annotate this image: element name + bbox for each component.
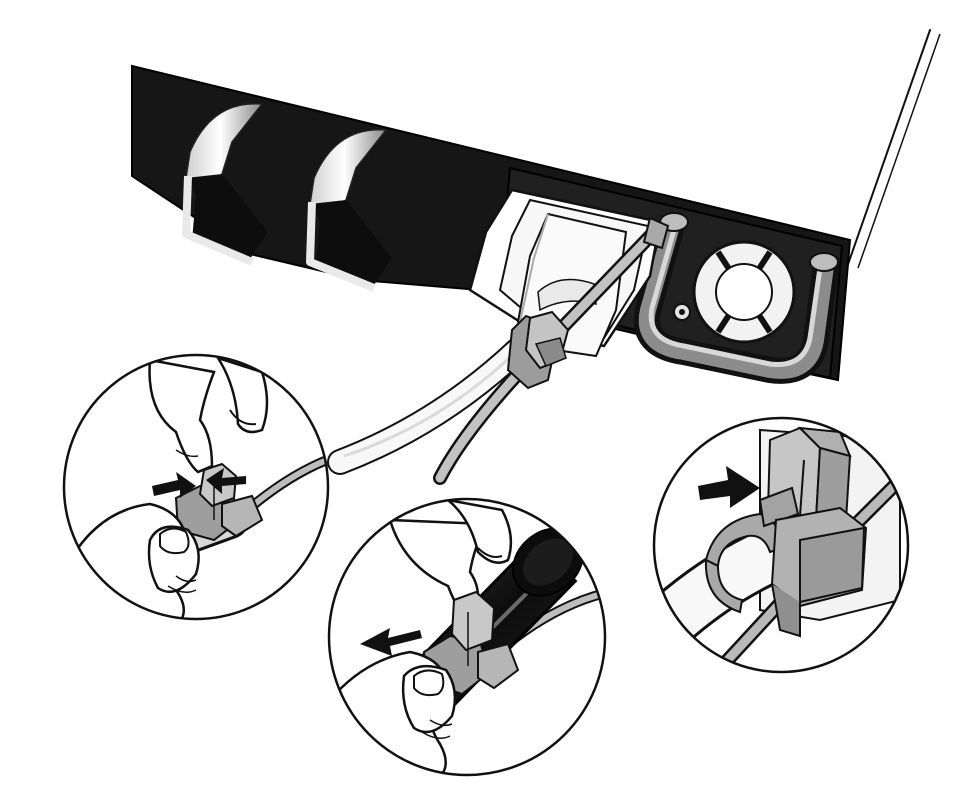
retention-clip — [174, 462, 264, 542]
push-arrow-icon — [698, 466, 760, 508]
chassis-slot-1 — [182, 103, 268, 266]
retention-clip — [422, 590, 520, 696]
detail-squeeze-clip — [62, 353, 330, 621]
retention-clip — [758, 426, 868, 638]
detail-clip-secured — [652, 416, 910, 674]
retention-clip-installed — [506, 310, 570, 390]
chassis-slot-2 — [306, 129, 392, 292]
detail-slide-clip-onto-cable — [327, 497, 607, 777]
squeeze-arrows-icon — [152, 468, 246, 498]
slide-arrow-icon — [360, 628, 422, 656]
power-supply-handle[interactable] — [633, 212, 839, 384]
upper-hand — [148, 355, 269, 474]
fan-grille — [673, 240, 796, 344]
